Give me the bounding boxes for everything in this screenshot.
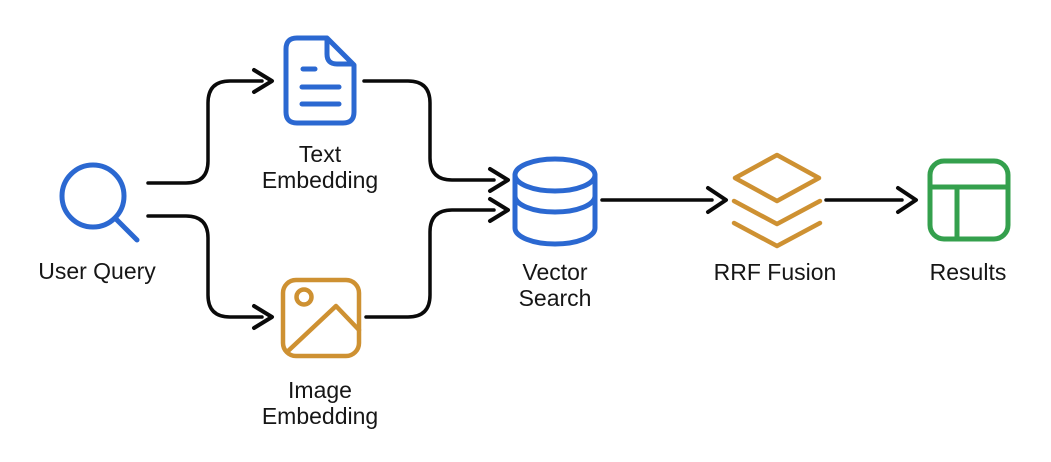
image-embedding-label: Image Embedding	[262, 377, 378, 429]
image-icon	[280, 277, 362, 359]
vector-search-label-line1: Vector	[522, 259, 588, 285]
document-icon	[283, 35, 357, 126]
edge-text-embedding-to-vector-search	[362, 79, 510, 193]
database-icon	[512, 156, 598, 247]
edge-image-embedding-to-vector-search	[364, 197, 510, 319]
image-embedding-label-line1: Image	[288, 377, 352, 403]
text-embedding-label-line2: Embedding	[261, 167, 379, 193]
results-panel-icon	[927, 158, 1011, 242]
edge-rrf-fusion-to-results	[824, 186, 918, 214]
layers-icon	[731, 152, 823, 249]
edge-vector-search-to-rrf-fusion	[600, 186, 728, 214]
magnifier-icon	[59, 162, 140, 243]
vector-search-label-line2: Search	[518, 285, 592, 311]
edge-user-query-to-text-embedding	[146, 68, 274, 185]
image-embedding-label-line2: Embedding	[261, 403, 379, 429]
results-label: Results	[929, 259, 1007, 285]
text-embedding-label: Text Embedding	[262, 141, 378, 193]
rrf-fusion-label: RRF Fusion	[713, 259, 837, 285]
vector-search-label: Vector Search	[519, 259, 592, 311]
text-embedding-label-line1: Text	[298, 141, 342, 167]
user-query-label: User Query	[38, 258, 156, 284]
edge-user-query-to-image-embedding	[146, 214, 274, 330]
